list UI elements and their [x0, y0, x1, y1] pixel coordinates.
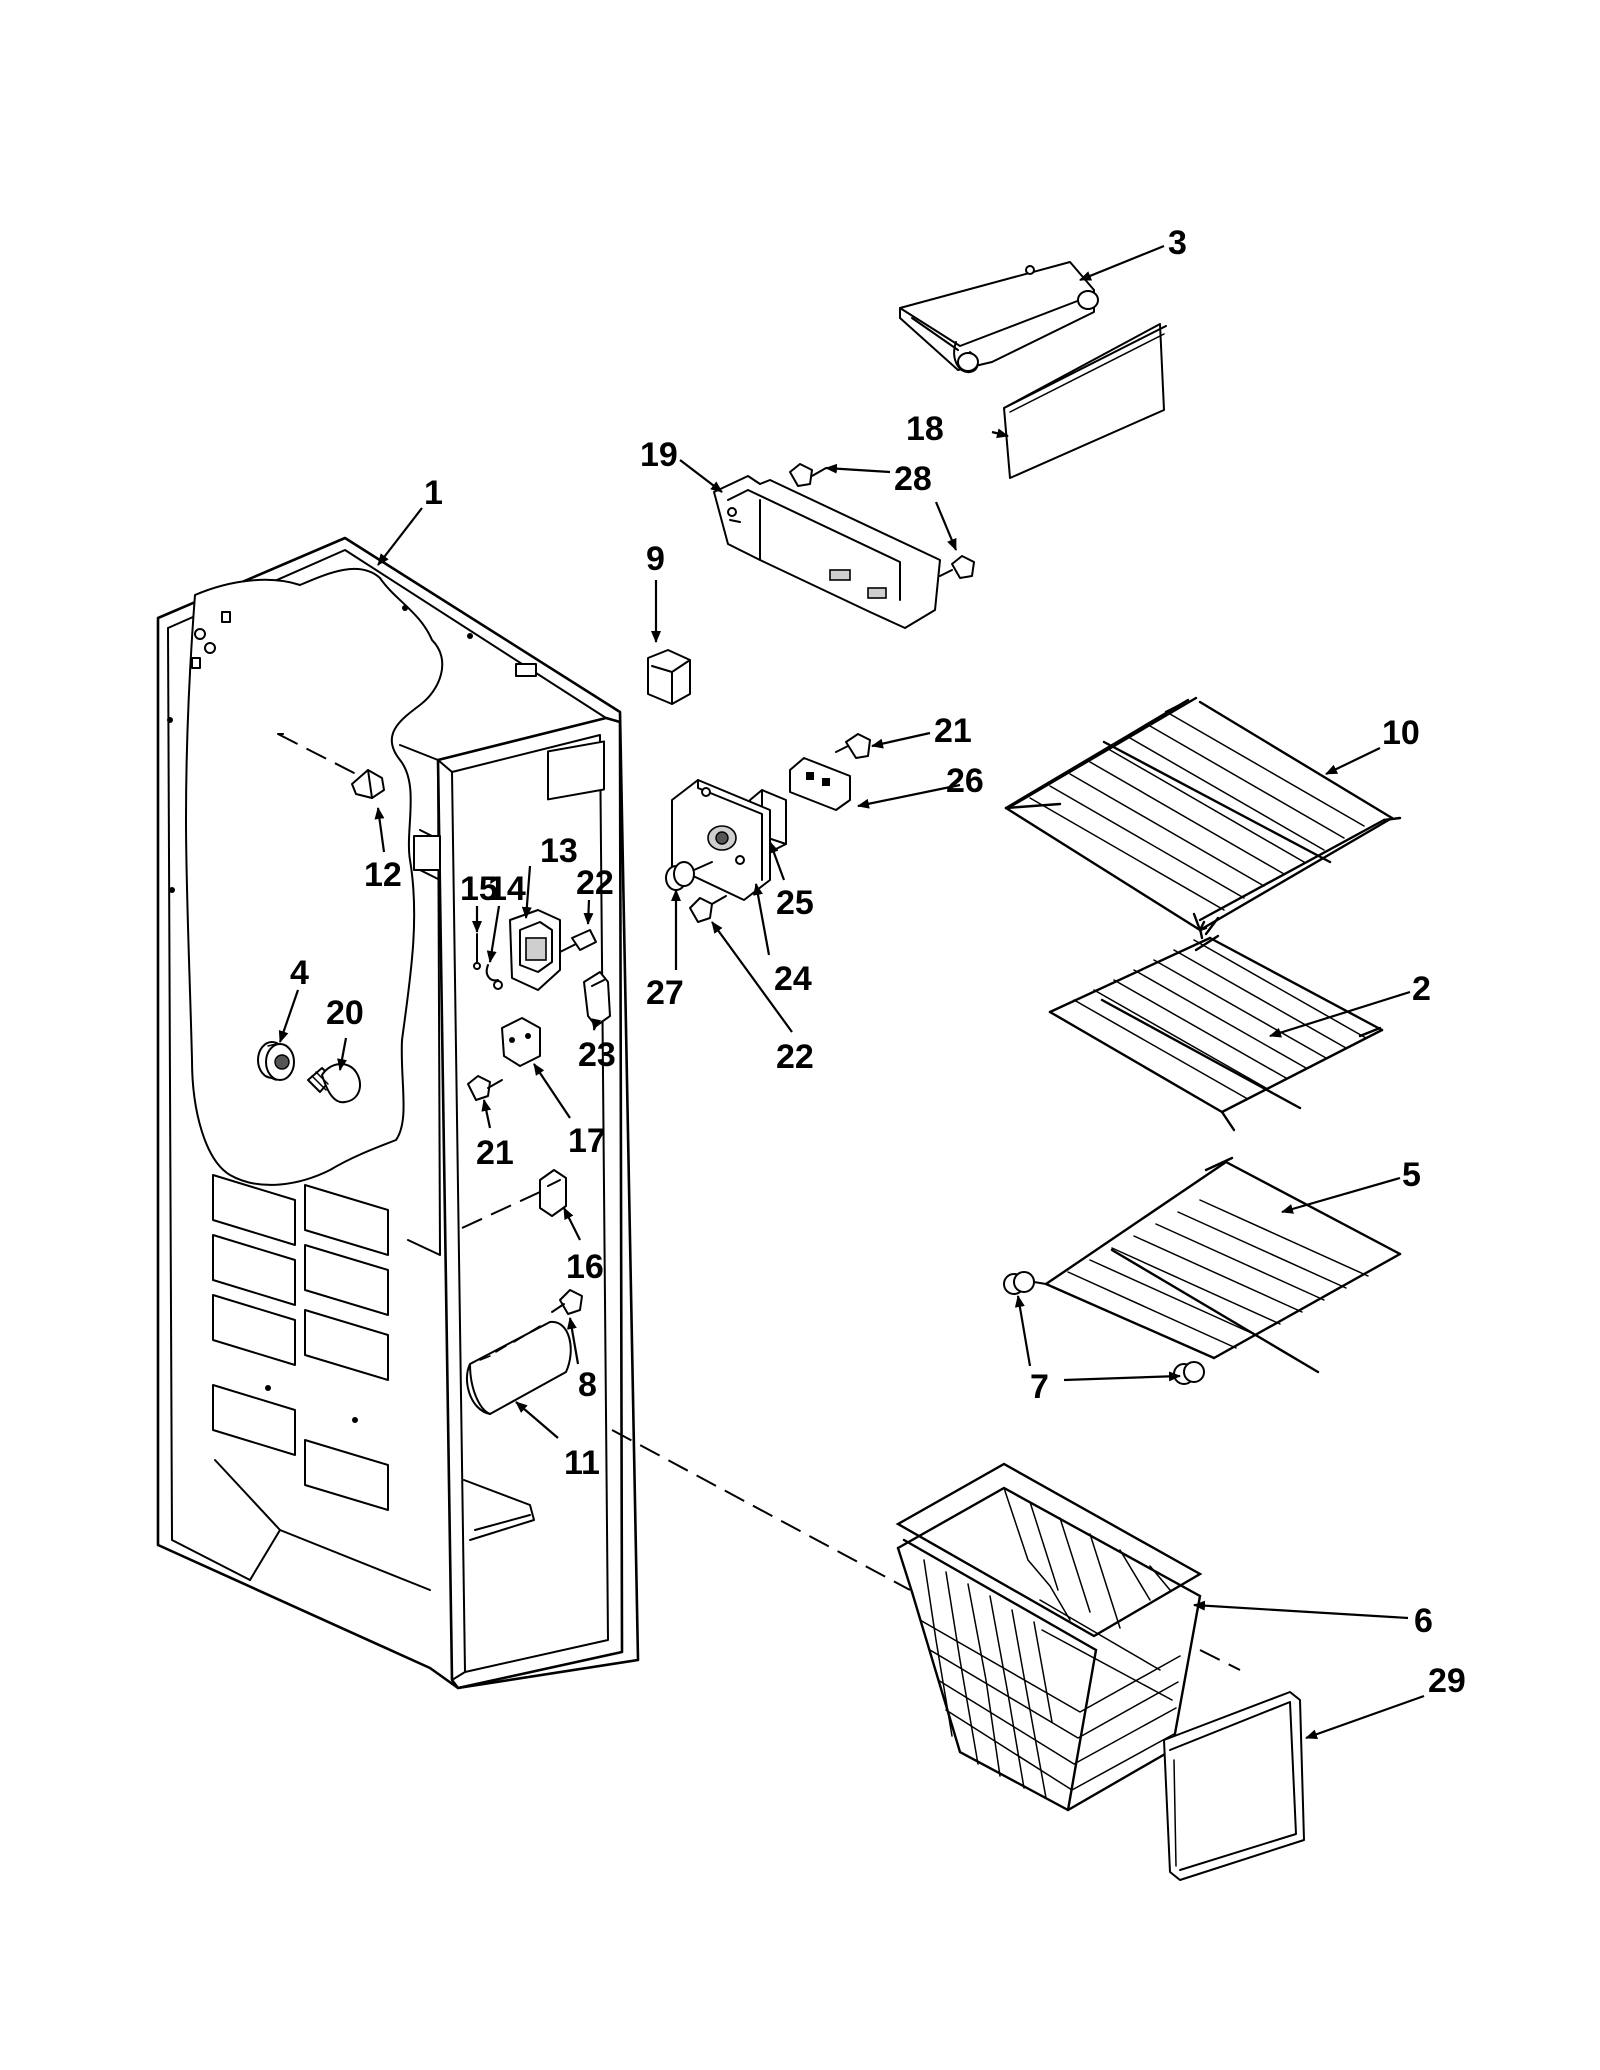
part-label-21-right: 21 [934, 712, 972, 750]
basket-handle-29 [1163, 1691, 1305, 1881]
part-label-6: 6 [1414, 1602, 1433, 1640]
part-label-22-right: 22 [776, 1038, 814, 1076]
screw-22-right [689, 895, 727, 923]
part-label-9: 9 [646, 540, 665, 578]
part-labels: 1 2 3 4 5 6 7 8 9 10 11 12 13 14 15 16 1… [290, 224, 1466, 1700]
board-part-17 [501, 1017, 541, 1067]
part-label-15: 15 [460, 870, 498, 908]
knob-part-27 [665, 861, 713, 891]
part-label-27: 27 [646, 974, 684, 1012]
flap-part-18 [1003, 323, 1167, 479]
screw-22-upper [559, 929, 597, 953]
part-label-13: 13 [540, 832, 578, 870]
cover-part-3 [899, 261, 1099, 374]
part-label-25: 25 [776, 884, 814, 922]
part-label-23: 23 [578, 1036, 616, 1074]
cover-part-11 [465, 1320, 572, 1415]
part-label-24: 24 [774, 960, 812, 998]
part-label-26: 26 [946, 762, 984, 800]
screw-part-15 [473, 933, 481, 970]
part-label-18: 18 [906, 410, 944, 448]
shelf-stop-upper [1003, 1271, 1047, 1295]
wire-shelf-5 [1044, 1156, 1402, 1374]
trough-part-19 [713, 475, 941, 629]
part-label-19: 19 [640, 436, 678, 474]
switch-part-16 [539, 1169, 567, 1217]
part-label-28: 28 [894, 460, 932, 498]
screw-28-upper [789, 463, 827, 487]
screw-part-8 [551, 1289, 583, 1315]
small-part-14 [485, 964, 503, 990]
part-label-17: 17 [568, 1122, 606, 1160]
part-label-8: 8 [578, 1366, 597, 1404]
part-label-11: 11 [564, 1444, 600, 1482]
part-label-12: 12 [364, 856, 402, 894]
part-label-14: 14 [488, 870, 526, 908]
bracket-part-23 [583, 971, 611, 1027]
freezer-liner [156, 536, 640, 1690]
part-label-7: 7 [1030, 1368, 1049, 1406]
wire-basket-6 [895, 1462, 1203, 1812]
part-label-16: 16 [566, 1248, 604, 1286]
part-label-5: 5 [1402, 1156, 1421, 1194]
part-9 [647, 649, 691, 705]
part-label-29: 29 [1428, 1662, 1466, 1700]
clip-part [351, 769, 385, 799]
leader-arrows [278, 244, 1425, 1740]
light-socket [257, 1041, 295, 1081]
shelf-stop-lower [1173, 1361, 1205, 1385]
control-housing [509, 909, 561, 991]
part-label-10: 10 [1382, 714, 1420, 752]
part-label-22-upper: 22 [576, 864, 614, 902]
board-part-26 [789, 757, 851, 811]
part-label-21-left: 21 [476, 1134, 514, 1172]
part-label-1: 1 [424, 474, 443, 512]
part-label-20: 20 [326, 994, 364, 1032]
screw-28-lower [939, 555, 975, 579]
screw-21-left [467, 1075, 503, 1101]
wire-shelf-2 [1048, 934, 1384, 1132]
screw-21-right [835, 733, 871, 759]
wire-shelf-10 [1004, 696, 1402, 940]
part-label-3: 3 [1168, 224, 1187, 262]
part-label-4: 4 [290, 954, 309, 992]
part-label-2: 2 [1412, 970, 1431, 1008]
